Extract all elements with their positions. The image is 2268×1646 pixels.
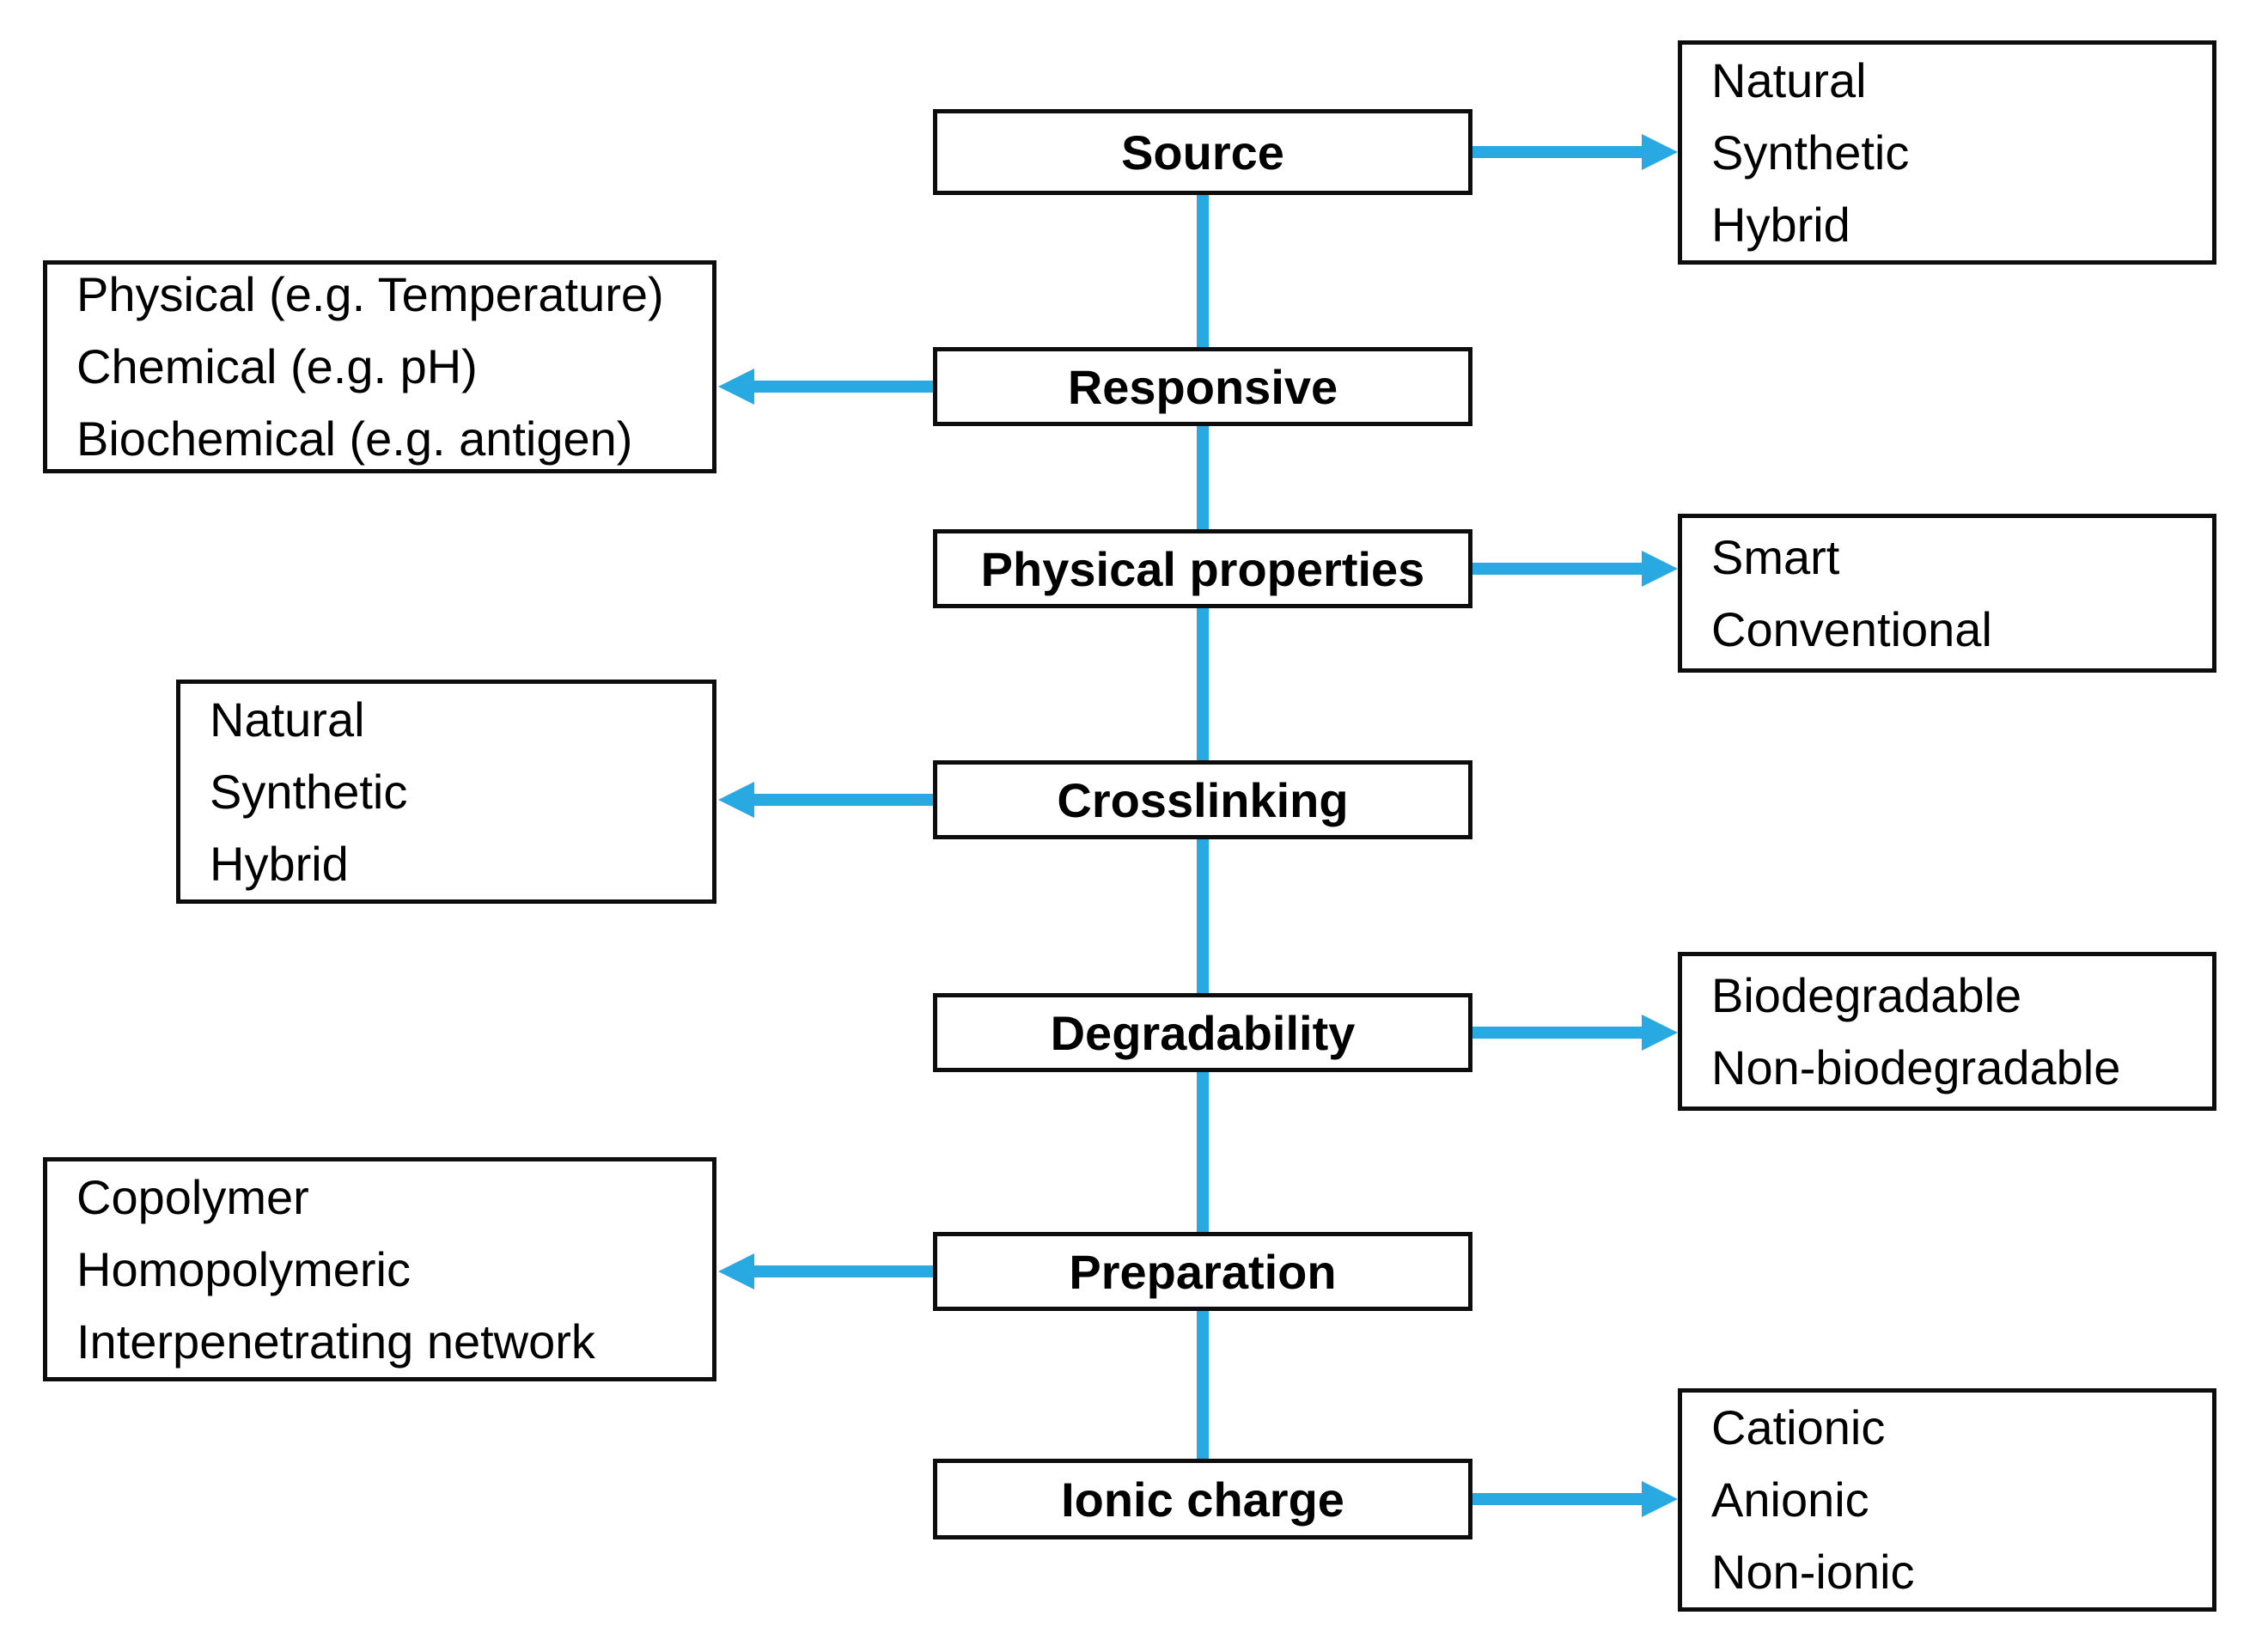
arrow-source-right-head-icon [1642, 134, 1678, 170]
ionic-charge-child-cationic: Cationic [1711, 1400, 1886, 1454]
node-degradability-label: Degradability [1050, 1005, 1356, 1060]
arrow-crosslinking-left-head-icon [718, 782, 754, 818]
arrow-source-right-shaft [1472, 146, 1644, 158]
arrow-responsive-left-head-icon [718, 369, 754, 405]
crosslinking-child-synthetic: Synthetic [210, 764, 408, 819]
crosslinking-child-hybrid: Hybrid [210, 836, 349, 891]
responsive-child-biochemical: Biochemical (e.g. antigen) [76, 412, 633, 466]
node-degradability-box: Degradability [933, 993, 1472, 1072]
physical-properties-children-box: Smart Conventional [1678, 514, 2216, 673]
node-source-label: Source [1121, 125, 1284, 180]
node-responsive-box: Responsive [933, 347, 1472, 426]
preparation-child-interpenetrating-network: Interpenetrating network [76, 1314, 595, 1369]
responsive-child-chemical: Chemical (e.g. pH) [76, 339, 478, 393]
source-child-hybrid: Hybrid [1711, 197, 1850, 252]
arrow-ionic-charge-right-head-icon [1642, 1481, 1678, 1517]
node-ionic-charge-box: Ionic charge [933, 1459, 1472, 1539]
crosslinking-children-box: Natural Synthetic Hybrid [176, 680, 716, 904]
node-preparation-box: Preparation [933, 1232, 1472, 1311]
node-ionic-charge-label: Ionic charge [1061, 1472, 1344, 1527]
preparation-child-homopolymeric: Homopolymeric [76, 1241, 411, 1296]
ionic-charge-children-box: Cationic Anionic Non-ionic [1678, 1388, 2216, 1612]
arrow-degradability-right-head-icon [1642, 1015, 1678, 1051]
responsive-children-box: Physical (e.g. Temperature) Chemical (e.… [43, 260, 716, 473]
node-source-box: Source [933, 109, 1472, 195]
source-child-synthetic: Synthetic [1711, 125, 1910, 180]
source-child-natural: Natural [1711, 52, 1867, 107]
ionic-charge-child-anionic: Anionic [1711, 1472, 1869, 1527]
degradability-child-biodegradable: Biodegradable [1711, 967, 2022, 1022]
crosslinking-child-natural: Natural [210, 692, 365, 747]
degradability-child-non-biodegradable: Non-biodegradable [1711, 1039, 2121, 1094]
preparation-child-copolymer: Copolymer [76, 1169, 309, 1224]
node-preparation-label: Preparation [1069, 1244, 1337, 1299]
node-physical-properties-box: Physical properties [933, 529, 1472, 608]
arrow-preparation-left-shaft [753, 1265, 933, 1277]
physical-properties-child-conventional: Conventional [1711, 601, 1992, 656]
responsive-child-physical: Physical (e.g. Temperature) [76, 267, 664, 321]
ionic-charge-child-non-ionic: Non-ionic [1711, 1545, 1915, 1599]
node-responsive-label: Responsive [1067, 359, 1338, 414]
arrow-crosslinking-left-shaft [753, 794, 933, 806]
node-crosslinking-box: Crosslinking [933, 760, 1472, 839]
degradability-children-box: Biodegradable Non-biodegradable [1678, 952, 2216, 1111]
arrow-ionic-charge-right-shaft [1472, 1493, 1644, 1505]
preparation-children-box: Copolymer Homopolymeric Interpenetrating… [43, 1157, 716, 1381]
physical-properties-child-smart: Smart [1711, 529, 1840, 584]
node-physical-properties-label: Physical properties [980, 541, 1425, 596]
arrow-degradability-right-shaft [1472, 1027, 1644, 1039]
arrow-physical-properties-right-head-icon [1642, 551, 1678, 587]
node-crosslinking-label: Crosslinking [1057, 772, 1349, 827]
source-children-box: Natural Synthetic Hybrid [1678, 40, 2216, 265]
arrow-responsive-left-shaft [753, 381, 933, 393]
arrow-physical-properties-right-shaft [1472, 563, 1644, 575]
arrow-preparation-left-head-icon [718, 1253, 754, 1289]
